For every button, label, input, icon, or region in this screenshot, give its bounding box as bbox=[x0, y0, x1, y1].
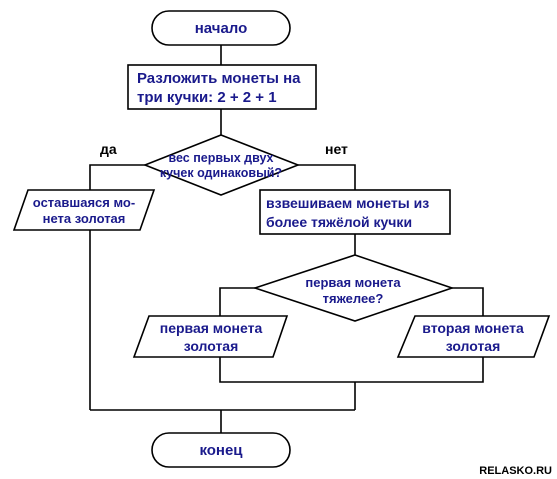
split-label-line1: Разложить монеты на bbox=[137, 70, 301, 87]
edge-second-branch bbox=[452, 287, 484, 316]
output-second-line2: золотая bbox=[446, 338, 501, 354]
decision-equal-line2: кучек одинаковый? bbox=[160, 166, 282, 180]
output-first-line1: первая монета bbox=[160, 320, 263, 336]
edge-first-output-down bbox=[219, 357, 484, 383]
output-second-line1: вторая монета bbox=[422, 320, 524, 336]
decision-first-heavier-line2: тяжелее? bbox=[323, 291, 384, 306]
edge-yes-branch bbox=[89, 164, 145, 190]
output-remaining-line2: нета золотая bbox=[43, 211, 126, 226]
output-second-parallelogram bbox=[396, 315, 551, 358]
output-remaining-parallelogram bbox=[12, 189, 156, 231]
decision-first-heavier-line1: первая монета bbox=[305, 275, 401, 290]
decision-equal-diamond bbox=[142, 134, 301, 196]
weigh-process-box bbox=[259, 189, 451, 235]
start-label: начало bbox=[195, 20, 248, 37]
edge-label-no: нет bbox=[325, 141, 348, 157]
split-process-box bbox=[127, 64, 317, 110]
decision-equal-line1: вес первых двух bbox=[168, 151, 273, 165]
split-label-line2: три кучки: 2 + 2 + 1 bbox=[137, 89, 277, 106]
output-first-parallelogram bbox=[132, 315, 289, 358]
watermark: RELASKO.RU bbox=[479, 465, 552, 477]
weigh-label-line2: более тяжёлой кучки bbox=[266, 214, 412, 230]
end-terminator bbox=[151, 432, 291, 468]
edge-first-branch bbox=[219, 287, 255, 316]
start-terminator bbox=[151, 10, 291, 46]
output-remaining-line1: оставшаяся мо- bbox=[33, 195, 135, 210]
weigh-label-line1: взвешиваем монеты из bbox=[266, 195, 429, 211]
decision-first-heavier-diamond bbox=[252, 254, 455, 322]
edge-label-yes: да bbox=[100, 141, 117, 157]
edge-no-branch bbox=[298, 164, 356, 190]
end-label: конец bbox=[199, 442, 243, 459]
output-first-line2: золотая bbox=[184, 338, 239, 354]
